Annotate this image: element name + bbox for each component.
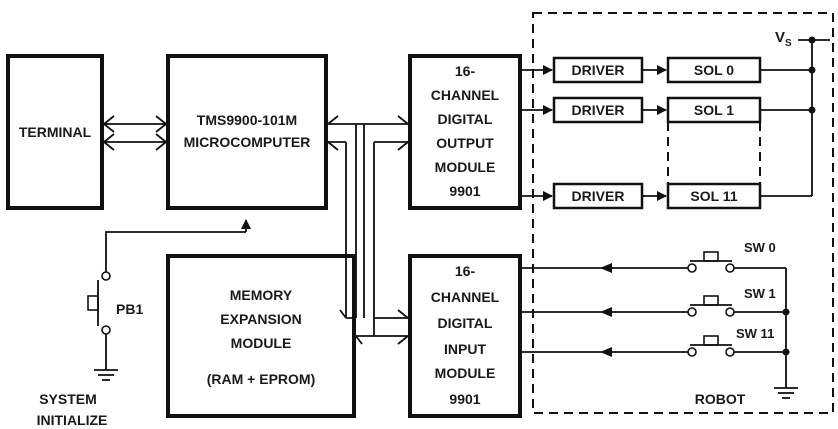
node-dot bbox=[782, 308, 790, 316]
input-label-line3: DIGITAL bbox=[438, 315, 493, 331]
microcomputer-label-line2: MICROCOMPUTER bbox=[184, 134, 311, 150]
init-line bbox=[105, 231, 246, 272]
terminal-block bbox=[6, 54, 104, 210]
switch-label: SW 1 bbox=[744, 286, 776, 301]
node-dot bbox=[808, 66, 816, 74]
system-initialize-label-line1: SYSTEM bbox=[39, 391, 97, 407]
ground-icon bbox=[94, 369, 118, 381]
pb1-label: PB1 bbox=[116, 301, 143, 317]
digital-input-module-block bbox=[408, 254, 522, 418]
input-label-line1: 16- bbox=[455, 263, 476, 279]
system-bus bbox=[327, 115, 409, 345]
memory-expansion-block bbox=[166, 254, 356, 418]
input-label-line4: INPUT bbox=[444, 341, 486, 357]
memory-label-line1: MEMORY bbox=[230, 287, 293, 303]
switch-sw0 bbox=[687, 251, 786, 273]
driver-label: DRIVER bbox=[572, 188, 625, 204]
solenoid-label: SOL 11 bbox=[690, 188, 737, 204]
vs-label: VS bbox=[775, 29, 792, 49]
switch-sw1 bbox=[687, 295, 786, 317]
input-label-line2: CHANNEL bbox=[431, 289, 500, 305]
robot-boundary bbox=[532, 12, 834, 414]
input-arrow bbox=[600, 307, 612, 317]
output-label-line4: OUTPUT bbox=[436, 135, 494, 151]
input-label-line5: MODULE bbox=[435, 365, 496, 381]
solenoid-label: SOL 0 bbox=[694, 62, 734, 78]
microcomputer-block bbox=[166, 54, 328, 210]
node-dot bbox=[808, 106, 816, 114]
switch-label: SW 0 bbox=[744, 240, 776, 255]
node-dot bbox=[808, 36, 816, 44]
driver-label: DRIVER bbox=[572, 102, 625, 118]
output-label-line5: MODULE bbox=[435, 159, 496, 175]
system-initialize-label-line2: INITIALIZE bbox=[37, 412, 108, 428]
memory-label-line2: EXPANSION bbox=[220, 311, 301, 327]
switch-sw11 bbox=[687, 335, 786, 357]
robot-label: ROBOT bbox=[695, 391, 746, 407]
driver-label: DRIVER bbox=[572, 62, 625, 78]
pushbutton-pb1 bbox=[87, 271, 111, 370]
output-label-line2: CHANNEL bbox=[431, 87, 500, 103]
input-arrow bbox=[600, 263, 612, 273]
memory-label-line4: (RAM + EPROM) bbox=[207, 371, 316, 387]
input-arrow bbox=[600, 347, 612, 357]
output-label-line3: DIGITAL bbox=[438, 111, 493, 127]
terminal-label: TERMINAL bbox=[19, 124, 92, 140]
switch-label: SW 11 bbox=[736, 326, 774, 341]
ground-icon bbox=[774, 387, 798, 399]
terminal-bus bbox=[103, 115, 167, 151]
solenoid-label: SOL 1 bbox=[694, 102, 734, 118]
memory-label-line3: MODULE bbox=[231, 335, 292, 351]
output-label-line1: 16- bbox=[455, 63, 476, 79]
output-label-line6: 9901 bbox=[449, 183, 480, 199]
input-label-line6: 9901 bbox=[449, 391, 480, 407]
microcomputer-label-line1: TMS9900-101M bbox=[197, 112, 297, 128]
digital-output-module-block bbox=[408, 54, 522, 210]
node-dot bbox=[782, 348, 790, 356]
